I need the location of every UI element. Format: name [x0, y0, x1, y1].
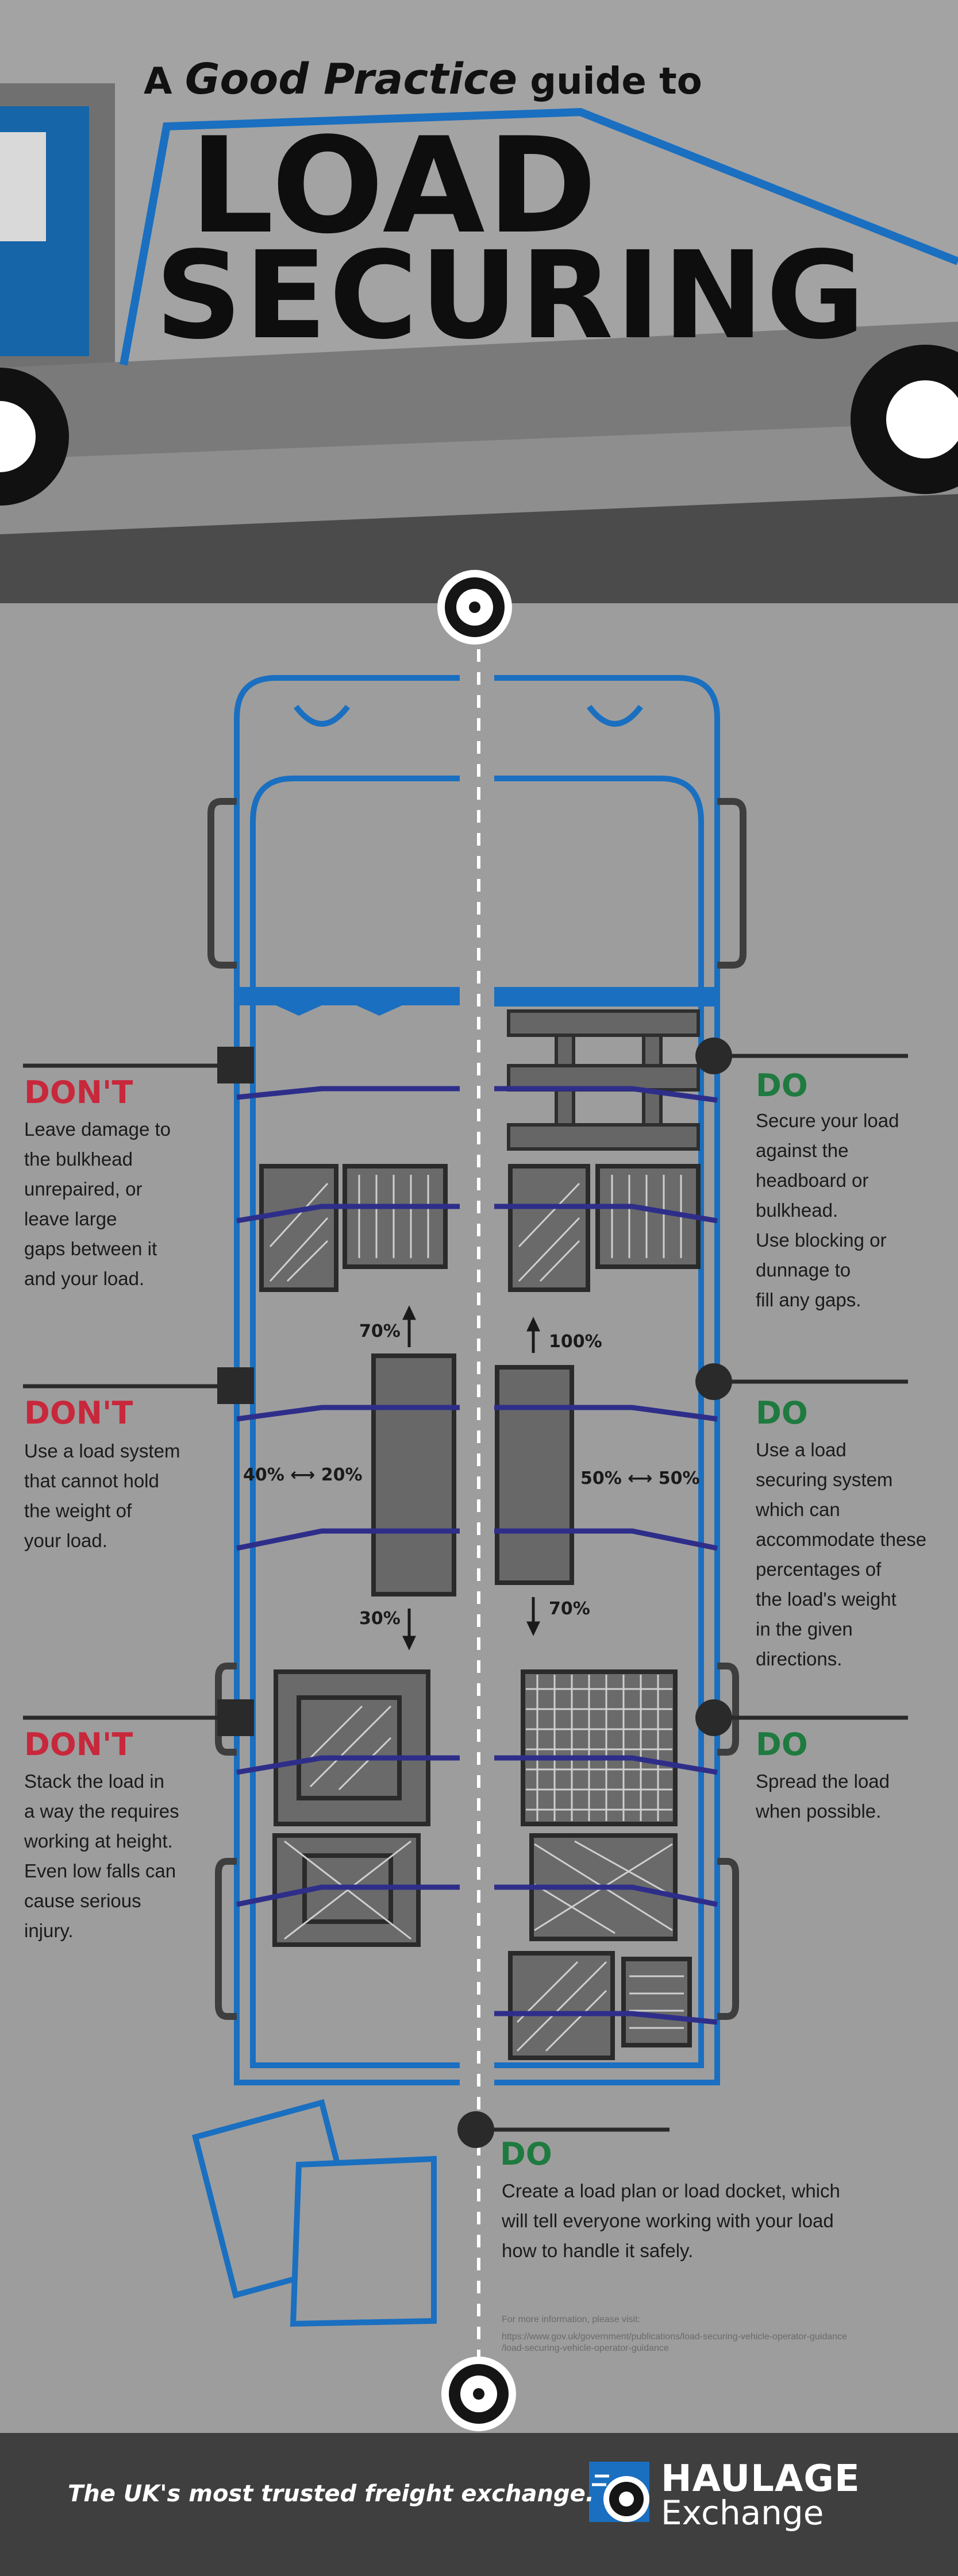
title-securing: SECURING	[155, 225, 868, 366]
tyre-top	[437, 570, 512, 645]
title-suffix: guide to	[530, 60, 702, 103]
dont-heading-2: DON'T	[24, 1395, 133, 1431]
do-heading-1: DO	[756, 1067, 808, 1104]
do-text-1: Secure your load against the headboard o…	[756, 1110, 899, 1310]
do-text-plan: Create a load plan or load docket, which…	[502, 2180, 840, 2261]
brand-name-line2: Exchange	[661, 2493, 824, 2532]
bulkhead-intact	[494, 987, 718, 1007]
title-load: LOAD	[190, 110, 599, 263]
do-text-3: Spread the load when possible.	[756, 1771, 890, 1822]
title-prefix-line: A Good Practice guide to	[144, 55, 702, 104]
do-heading-plan: DO	[500, 2136, 552, 2172]
do-text-2: Use a load securing system which can acc…	[756, 1439, 927, 1669]
dont-text-3: Stack the load in a way the requires wor…	[24, 1771, 179, 1941]
pct-left-back: 30%	[359, 1609, 401, 1629]
more-info-label: For more information, please visit:	[502, 2315, 640, 2324]
bulkhead-damaged	[236, 987, 460, 1016]
title-emphasis: Good Practice	[184, 55, 518, 104]
pct-right-forward: 100%	[549, 1332, 602, 1352]
stacked-crates	[272, 1669, 692, 2060]
dont-heading-3: DON'T	[24, 1726, 133, 1763]
do-heading-2: DO	[756, 1395, 808, 1431]
dont-text-2: Use a load system that cannot hold the w…	[24, 1440, 180, 1551]
straps	[236, 1086, 718, 2025]
footer-tagline: The UK's most trusted freight exchange.	[68, 2481, 594, 2507]
do-heading-3: DO	[756, 1726, 808, 1763]
pct-left-sides: 40% ⟷ 20%	[243, 1465, 363, 1485]
pct-right-back: 70%	[549, 1599, 590, 1619]
brand-name-line1: HAULAGE	[661, 2458, 860, 2500]
dont-text-1: Leave damage to the bulkhead unrepaired,…	[24, 1119, 171, 1289]
dont-heading-1: DON'T	[24, 1074, 133, 1110]
pct-right-sides: 50% ⟷ 50%	[580, 1468, 700, 1488]
more-info-link[interactable]: https://www.gov.uk/government/publicatio…	[502, 2332, 847, 2353]
long-loads	[371, 1353, 574, 1596]
tyre-bottom	[441, 2357, 516, 2431]
crates-section-1	[259, 1164, 701, 1292]
haulage-logo-icon	[589, 2462, 649, 2522]
truck-cab-illustration	[0, 83, 958, 603]
load-plan-papers-illustration	[191, 2099, 437, 2327]
pct-left-forward: 70%	[359, 1321, 401, 1341]
dunnage-blocking	[507, 1009, 700, 1151]
title-prefix: A	[144, 60, 172, 103]
